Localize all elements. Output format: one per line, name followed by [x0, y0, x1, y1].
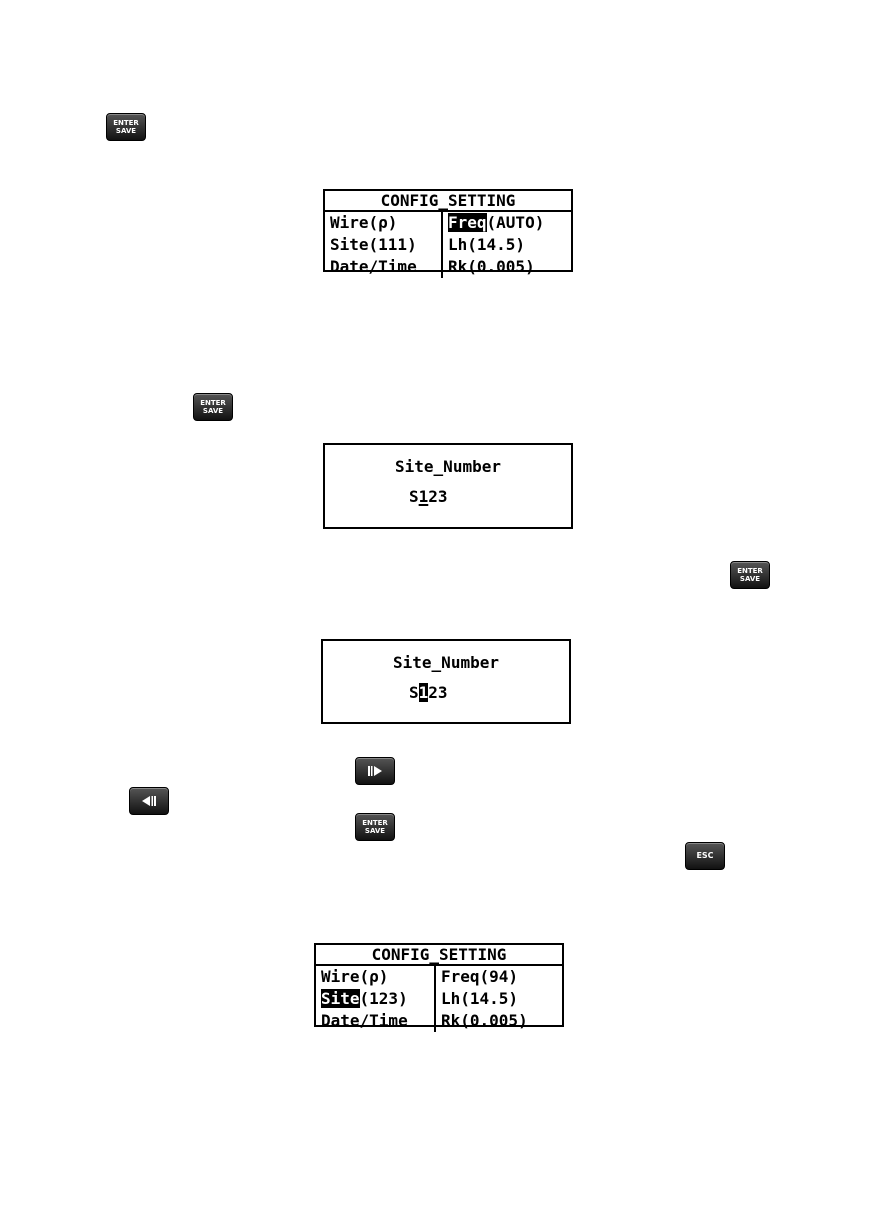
site-digits: 23: [428, 487, 447, 506]
left-column: Wire(ρ) Site(123) Date/Time: [316, 966, 436, 1032]
enter-save-key-icon: ENTER SAVE: [193, 393, 233, 421]
menu-item-rk: Rk(0.005): [443, 256, 544, 278]
selected-highlight: Freq: [448, 213, 487, 232]
freq-value: (AUTO): [487, 213, 545, 232]
menu-item-datetime: Date/Time: [316, 1010, 434, 1032]
save-label: SAVE: [740, 575, 760, 583]
left-column: Wire(ρ) Site(111) Date/Time: [325, 212, 443, 278]
menu-item-wire: Wire(ρ): [325, 212, 441, 234]
site-digits: 23: [428, 683, 447, 702]
right-arrow-glyph: [366, 765, 384, 777]
left-arrow-key-icon: [129, 787, 169, 815]
menu-item-lh: Lh(14.5): [436, 988, 528, 1010]
screen-title: CONFIG_SETTING: [316, 945, 562, 966]
config-setting-screen: CONFIG_SETTING Wire(ρ) Site(111) Date/Ti…: [323, 189, 573, 272]
enter-label: ENTER: [200, 399, 226, 407]
config-setting-screen-updated: CONFIG_SETTING Wire(ρ) Site(123) Date/Ti…: [314, 943, 564, 1027]
selected-highlight: Site: [321, 989, 360, 1008]
site-prefix: S: [409, 487, 419, 506]
site-prefix: S: [409, 683, 419, 702]
right-column: Freq(94) Lh(14.5) Rk(0.005): [436, 966, 528, 1032]
enter-save-key-icon: ENTER SAVE: [106, 113, 146, 141]
site-value: (123): [360, 989, 408, 1008]
left-arrow-glyph: [140, 795, 158, 807]
esc-key-icon: ESC: [685, 842, 725, 870]
cursor-digit: 1: [419, 683, 429, 702]
screen-title: CONFIG_SETTING: [325, 191, 571, 212]
enter-save-key-icon: ENTER SAVE: [355, 813, 395, 841]
save-label: SAVE: [365, 827, 385, 835]
menu-item-datetime: Date/Time: [325, 256, 441, 278]
save-label: SAVE: [116, 127, 136, 135]
site-number-value: S123: [409, 683, 448, 702]
menu-item-freq: Freq(94): [436, 966, 528, 988]
site-number-edit-screen: Site_Number S123: [321, 639, 571, 724]
menu-item-wire: Wire(ρ): [316, 966, 434, 988]
site-number-value: S123: [409, 487, 448, 506]
save-label: SAVE: [203, 407, 223, 415]
cursor-digit: 1: [419, 487, 429, 506]
menu-item-site: Site(111): [325, 234, 441, 256]
enter-label: ENTER: [113, 119, 139, 127]
site-number-screen: Site_Number S123: [323, 443, 573, 529]
menu-item-freq: Freq(AUTO): [443, 212, 544, 234]
screen-title: Site_Number: [325, 457, 571, 476]
screen-title: Site_Number: [323, 653, 569, 672]
esc-label: ESC: [696, 852, 713, 860]
enter-label: ENTER: [737, 567, 763, 575]
menu-item-site: Site(123): [316, 988, 434, 1010]
right-arrow-key-icon: [355, 757, 395, 785]
right-column: Freq(AUTO) Lh(14.5) Rk(0.005): [443, 212, 544, 278]
enter-save-key-icon: ENTER SAVE: [730, 561, 770, 589]
enter-label: ENTER: [362, 819, 388, 827]
menu-item-lh: Lh(14.5): [443, 234, 544, 256]
menu-item-rk: Rk(0.005): [436, 1010, 528, 1032]
